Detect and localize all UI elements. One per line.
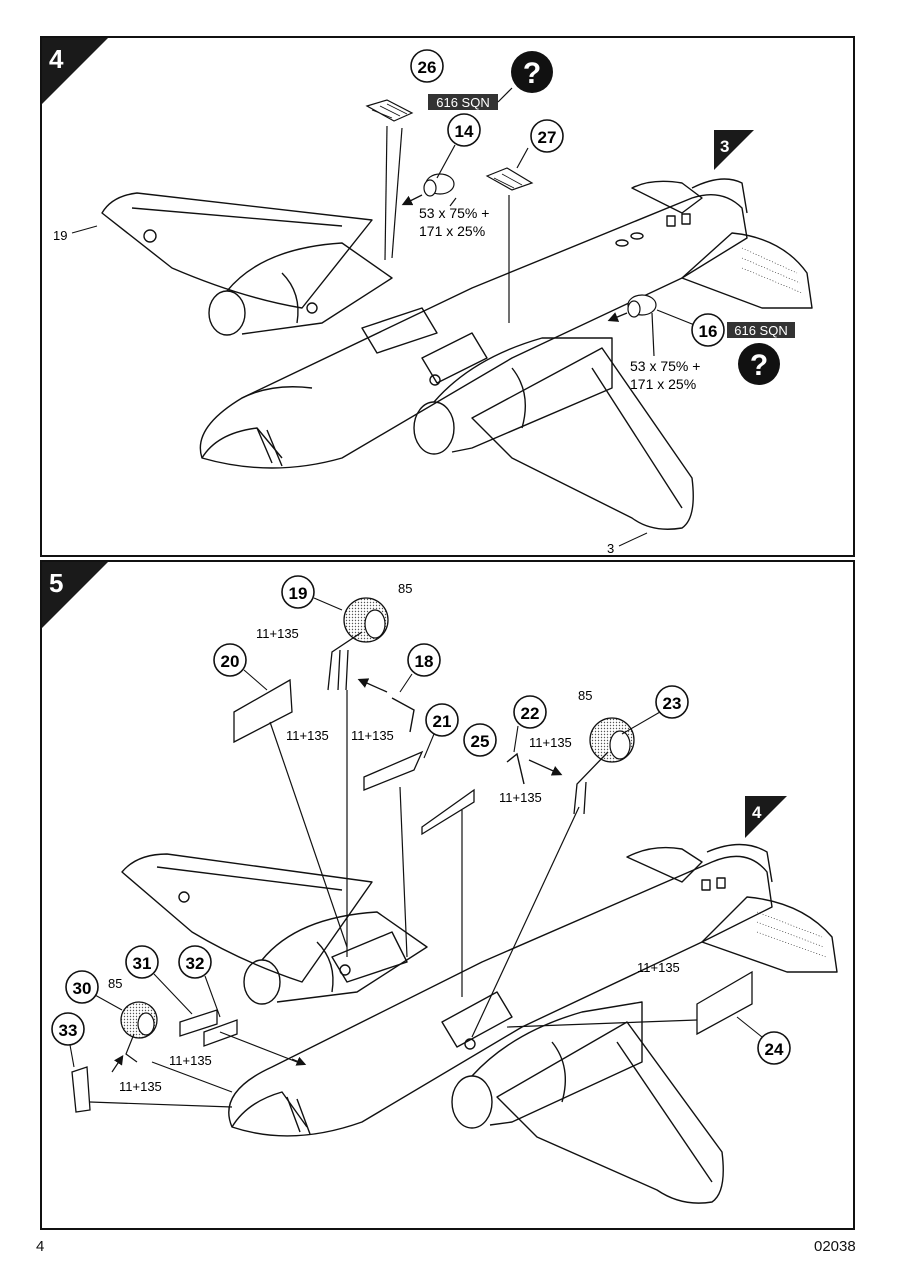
- paint-ref-85-c: 85: [108, 976, 122, 991]
- tail-plane: [681, 232, 813, 309]
- paint-mix-g: 11+135: [169, 1053, 212, 1068]
- label-part-31: 31: [133, 954, 152, 973]
- left-wing: [101, 192, 373, 309]
- label-part-14: 14: [455, 122, 474, 141]
- step-4-badge: 4: [42, 38, 110, 106]
- callout-part-27: [530, 119, 564, 153]
- fuselage: [199, 194, 748, 469]
- squadron-label-top: 616 SQN: [436, 95, 489, 110]
- step-4-panel: 4: [40, 36, 855, 557]
- svg-text:?: ?: [523, 57, 541, 90]
- label-part-23: 23: [663, 694, 682, 713]
- right-wing: [471, 347, 694, 530]
- paint-mix-e: 11+135: [499, 790, 542, 805]
- callout-part-14: [447, 113, 481, 147]
- label-part-22: 22: [521, 704, 540, 723]
- wheel-30: [120, 1001, 158, 1063]
- part-33-door: [71, 1066, 91, 1113]
- label-part-21: 21: [433, 712, 452, 731]
- part-25-door: [421, 788, 475, 836]
- svg-text:?: ?: [750, 349, 768, 382]
- mix-text-2b: 171 x 25%: [630, 376, 696, 392]
- label-part-30: 30: [73, 979, 92, 998]
- tail-fin: [626, 846, 703, 883]
- paint-mix-c: 11+135: [351, 728, 394, 743]
- left-engine-intake: [208, 290, 246, 336]
- callout-part-16: [691, 313, 725, 347]
- squadron-tag-right: [727, 322, 795, 338]
- question-mark-icon: ?: [738, 343, 780, 385]
- paint-mix-b: 11+135: [286, 728, 329, 743]
- label-part-26: 26: [418, 58, 437, 77]
- question-mark-icon: ?: [511, 51, 553, 93]
- step-4-number: 4: [49, 44, 64, 74]
- step-5-illustration: 19 20 18 21 25 22 23 24 31 32 30 33: [51, 575, 838, 1204]
- color-ref-19: 19: [53, 228, 67, 243]
- ref-step-3-number: 3: [720, 137, 729, 156]
- mix-text-1a: 53 x 75% +: [419, 205, 489, 221]
- label-part-20: 20: [221, 652, 240, 671]
- squadron-label-right: 616 SQN: [734, 323, 787, 338]
- callout-part-26: [410, 49, 444, 83]
- part-24-door: [696, 970, 753, 1036]
- part-31-door: [179, 1009, 218, 1037]
- ref-step-3-badge: [714, 130, 754, 170]
- label-part-32: 32: [186, 954, 205, 973]
- step-5-panel: 5: [40, 560, 855, 1230]
- label-part-16: 16: [699, 322, 718, 341]
- paint-mix-h: 11+135: [119, 1079, 162, 1094]
- right-engine-intake: [451, 1075, 493, 1129]
- part-32-door: [203, 1019, 238, 1047]
- squadron-tag-top: [428, 94, 498, 110]
- paint-ref-85-a: 85: [398, 581, 412, 596]
- part-27-panel: [485, 167, 534, 191]
- left-wing: [121, 853, 373, 983]
- paint-ref-85-b: 85: [578, 688, 592, 703]
- label-part-27: 27: [538, 128, 557, 147]
- mix-text-1b: 171 x 25%: [419, 223, 485, 239]
- wheel-23: [573, 717, 635, 815]
- tail-plane: [701, 896, 838, 973]
- part-22-strut: [506, 752, 525, 785]
- right-wing: [496, 1021, 724, 1204]
- part-18-strut: [391, 697, 415, 733]
- label-part-25: 25: [471, 732, 490, 751]
- part-14-spinner: [423, 173, 455, 197]
- tail-fin: [631, 180, 703, 214]
- paint-mix-d: 11+135: [529, 735, 572, 750]
- wheel-19: [327, 597, 389, 691]
- doc-code: 02038: [814, 1238, 856, 1255]
- label-part-19: 19: [289, 584, 308, 603]
- step-5-badge: 5: [42, 562, 110, 630]
- right-engine-intake: [413, 401, 455, 455]
- page-number: 4: [36, 1238, 45, 1255]
- label-part-18: 18: [415, 652, 434, 671]
- part-16-spinner: [627, 294, 657, 318]
- label-part-24: 24: [765, 1040, 784, 1059]
- ref-step-4-badge: [745, 796, 787, 838]
- step-4-illustration: 26 14 27 16 616 SQN 616 SQN ? ? 53 x 75%…: [53, 49, 813, 555]
- ref-step-4-number: 4: [752, 803, 762, 822]
- part-26-panel: [365, 99, 414, 122]
- paint-mix-f: 11+135: [637, 960, 680, 975]
- paint-mix-a: 11+135: [256, 626, 299, 641]
- part-20-door: [233, 678, 293, 744]
- step-5-number: 5: [49, 568, 64, 598]
- color-ref-3: 3: [607, 541, 614, 555]
- mix-text-2a: 53 x 75% +: [630, 358, 700, 374]
- label-part-33: 33: [59, 1021, 78, 1040]
- fuselage: [228, 855, 773, 1137]
- part-21-door: [363, 750, 424, 791]
